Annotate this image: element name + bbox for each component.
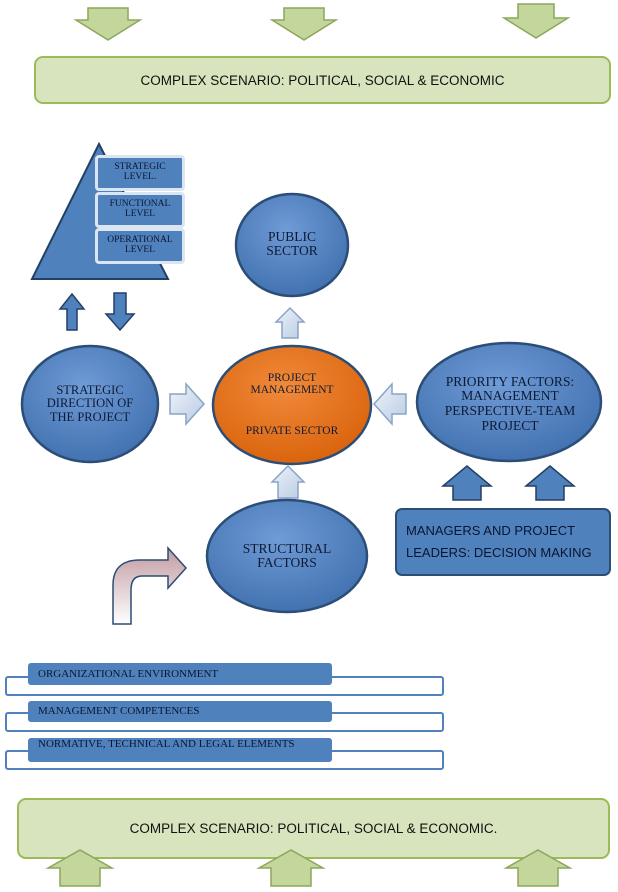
public-sector-circle — [234, 192, 350, 298]
strategic-direction-circle — [20, 344, 160, 464]
up-arrow-bottom-center — [256, 849, 326, 887]
up-arrow-bottom-left — [45, 849, 115, 887]
strategic-direction-label: STRATEGIC DIRECTION OF THE PROJECT — [46, 383, 134, 424]
right-arrow-strategic — [169, 382, 206, 426]
up-arrow-strategic — [58, 292, 86, 331]
scenario-top-box — [34, 56, 611, 104]
down-arrow-top-center — [269, 7, 339, 41]
up-arrow-priority-left — [440, 465, 494, 501]
project-management-circle — [211, 344, 373, 466]
priority-factors-circle — [415, 341, 603, 463]
structural-factors-circle — [205, 498, 369, 614]
up-arrow-structural — [270, 464, 306, 499]
managers-label-wrap: MANAGERS AND PROJECT LEADERS: DECISION M… — [400, 513, 606, 571]
scenario-bottom-label: COMPLEX SCENARIO: POLITICAL, SOCIAL & EC… — [129, 821, 498, 836]
priority-factors-label: PRIORITY FACTORS: MANAGEMENT PERSPECTIVE… — [444, 373, 576, 433]
scenario-bottom-label-wrap: COMPLEX SCENARIO: POLITICAL, SOCIAL & EC… — [18, 799, 609, 858]
scenario-top-label: COMPLEX SCENARIO: POLITICAL, SOCIAL & EC… — [140, 72, 505, 88]
scenario-top-label-wrap: COMPLEX SCENARIO: POLITICAL, SOCIAL & EC… — [35, 57, 610, 103]
managers-box — [395, 508, 611, 576]
structural-factors-label: STRUCTURAL FACTORS — [242, 540, 332, 570]
strategic-level-box: STRATEGIC LEVEL. — [95, 155, 185, 191]
project-management-label: PROJECT MANAGEMENT — [250, 371, 334, 396]
private-sector-label: PRIVATE SECTOR — [245, 424, 339, 437]
up-arrow-public — [274, 306, 306, 339]
bar-management-competences: MANAGEMENT COMPETENCES — [28, 701, 332, 722]
up-arrow-bottom-right — [503, 849, 573, 887]
public-sector-label: PUBLIC SECTOR — [266, 228, 318, 258]
bar-normative-elements: NORMATIVE, TECHNICAL AND LEGAL ELEMENTS — [28, 738, 332, 762]
down-arrow-top-right — [501, 3, 571, 39]
left-arrow-priority — [372, 382, 407, 426]
scenario-bottom-box — [17, 798, 610, 859]
functional-level-box: FUNCTIONAL LEVEL — [95, 192, 185, 228]
bent-arrow — [112, 546, 188, 625]
up-arrow-priority-right — [523, 465, 577, 501]
down-arrow-strategic — [104, 292, 136, 332]
bar-organizational-environment: ORGANIZATIONAL ENVIRONMENT — [28, 663, 332, 685]
down-arrow-top-left — [73, 7, 143, 41]
managers-label: MANAGERS AND PROJECT LEADERS: DECISION M… — [406, 522, 592, 560]
operational-level-box: OPERATIONAL LEVEL — [95, 228, 185, 264]
